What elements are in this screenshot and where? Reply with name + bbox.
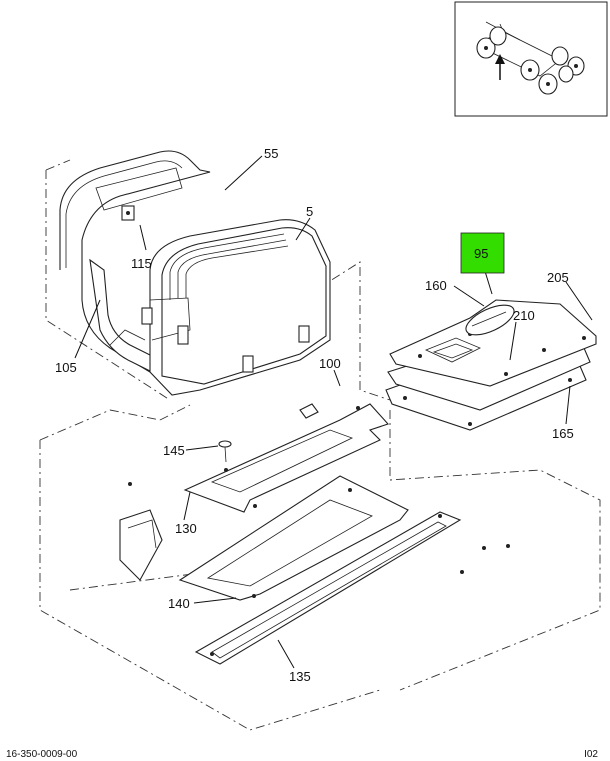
truck-chassis-icon [476,21,585,95]
callout-210: 210 [513,308,535,323]
locator-inset [454,1,608,117]
callout-165: 165 [552,426,574,441]
callout-145: 145 [163,443,185,458]
part-135-rail [194,511,462,665]
callout-130: 130 [175,521,197,536]
location-arrow-icon [495,54,505,80]
part-145-bolt [218,440,232,463]
part-100-clip [299,403,319,419]
part-140-lower-frame [178,475,409,601]
callout-205: 205 [547,270,569,285]
callout-5: 5 [306,204,313,219]
part-115-strap [121,205,135,221]
callout-95-highlight [460,232,505,274]
callout-95: 95 [474,246,488,261]
callout-100: 100 [319,356,341,371]
callout-105: 105 [55,360,77,375]
frame-rail-fragment [119,509,163,581]
callout-160: 160 [425,278,447,293]
part-205-top-plate [389,299,597,387]
frame-holes [128,482,510,574]
callout-115: 115 [131,256,152,271]
part-160-cap [465,304,515,336]
part-5-battery-box [141,219,331,396]
callout-140: 140 [168,596,190,611]
callout-55: 55 [264,146,278,161]
revision-code: I02 [584,749,598,760]
drawing-number: 16-350-0009-00 [6,749,78,760]
part-55-strap-frame [59,150,211,373]
part-130-mount-plate [183,403,389,513]
callout-135: 135 [289,669,311,684]
